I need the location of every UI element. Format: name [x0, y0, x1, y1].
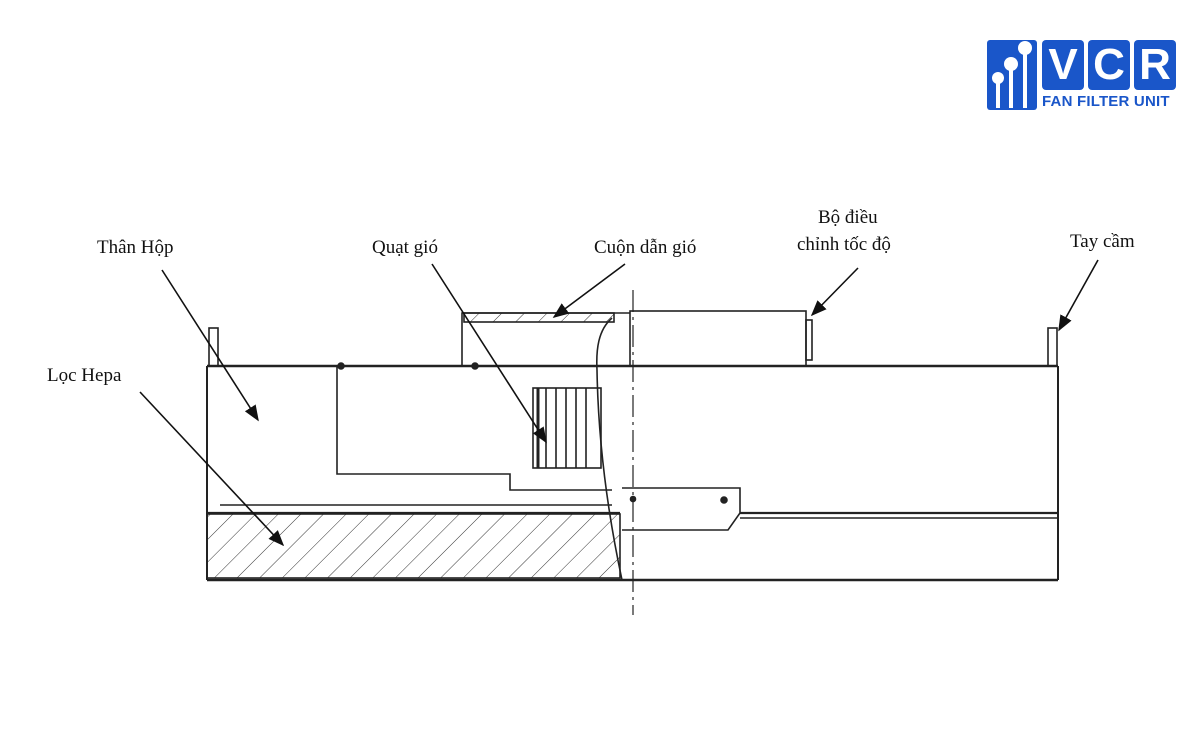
handle-left	[208, 327, 219, 367]
label-tay-cam: Tay cầm	[1070, 231, 1135, 252]
arrow-bo-dieu-chinh	[810, 267, 859, 317]
bracket	[622, 487, 741, 531]
label-loc-hepa: Lọc Hepa	[47, 365, 122, 386]
label-quat-gio: Quạt gió	[372, 237, 438, 258]
hepa-filter	[206, 513, 621, 579]
logo-letter: V	[1042, 40, 1084, 90]
label-cuon-dan-gio: Cuộn dẫn gió	[594, 237, 697, 258]
logo-subtitle: FAN FILTER UNIT	[1042, 93, 1170, 110]
logo-letter: R	[1134, 40, 1176, 90]
label-bo-dieu-chinh-line1: Bộ điều	[818, 207, 878, 228]
arrow-tay-cam	[1058, 259, 1099, 332]
arrow-cuon-dan-gio	[552, 263, 626, 318]
fan-blades	[532, 387, 602, 469]
speed-controller	[629, 310, 807, 367]
label-than-hop: Thân Hộp	[97, 237, 174, 258]
arrow-than-hop	[161, 269, 259, 422]
handle-right	[1047, 327, 1058, 367]
logo-mark-icon	[987, 40, 1037, 110]
arrow-loc-hepa	[139, 391, 285, 547]
label-bo-dieu-chinh-line2: chỉnh tốc độ	[797, 234, 891, 255]
arrow-quat-gio	[431, 263, 547, 444]
vcr-logo: V C R FAN FILTER UNIT	[987, 38, 1177, 112]
logo-letter: C	[1088, 40, 1130, 90]
